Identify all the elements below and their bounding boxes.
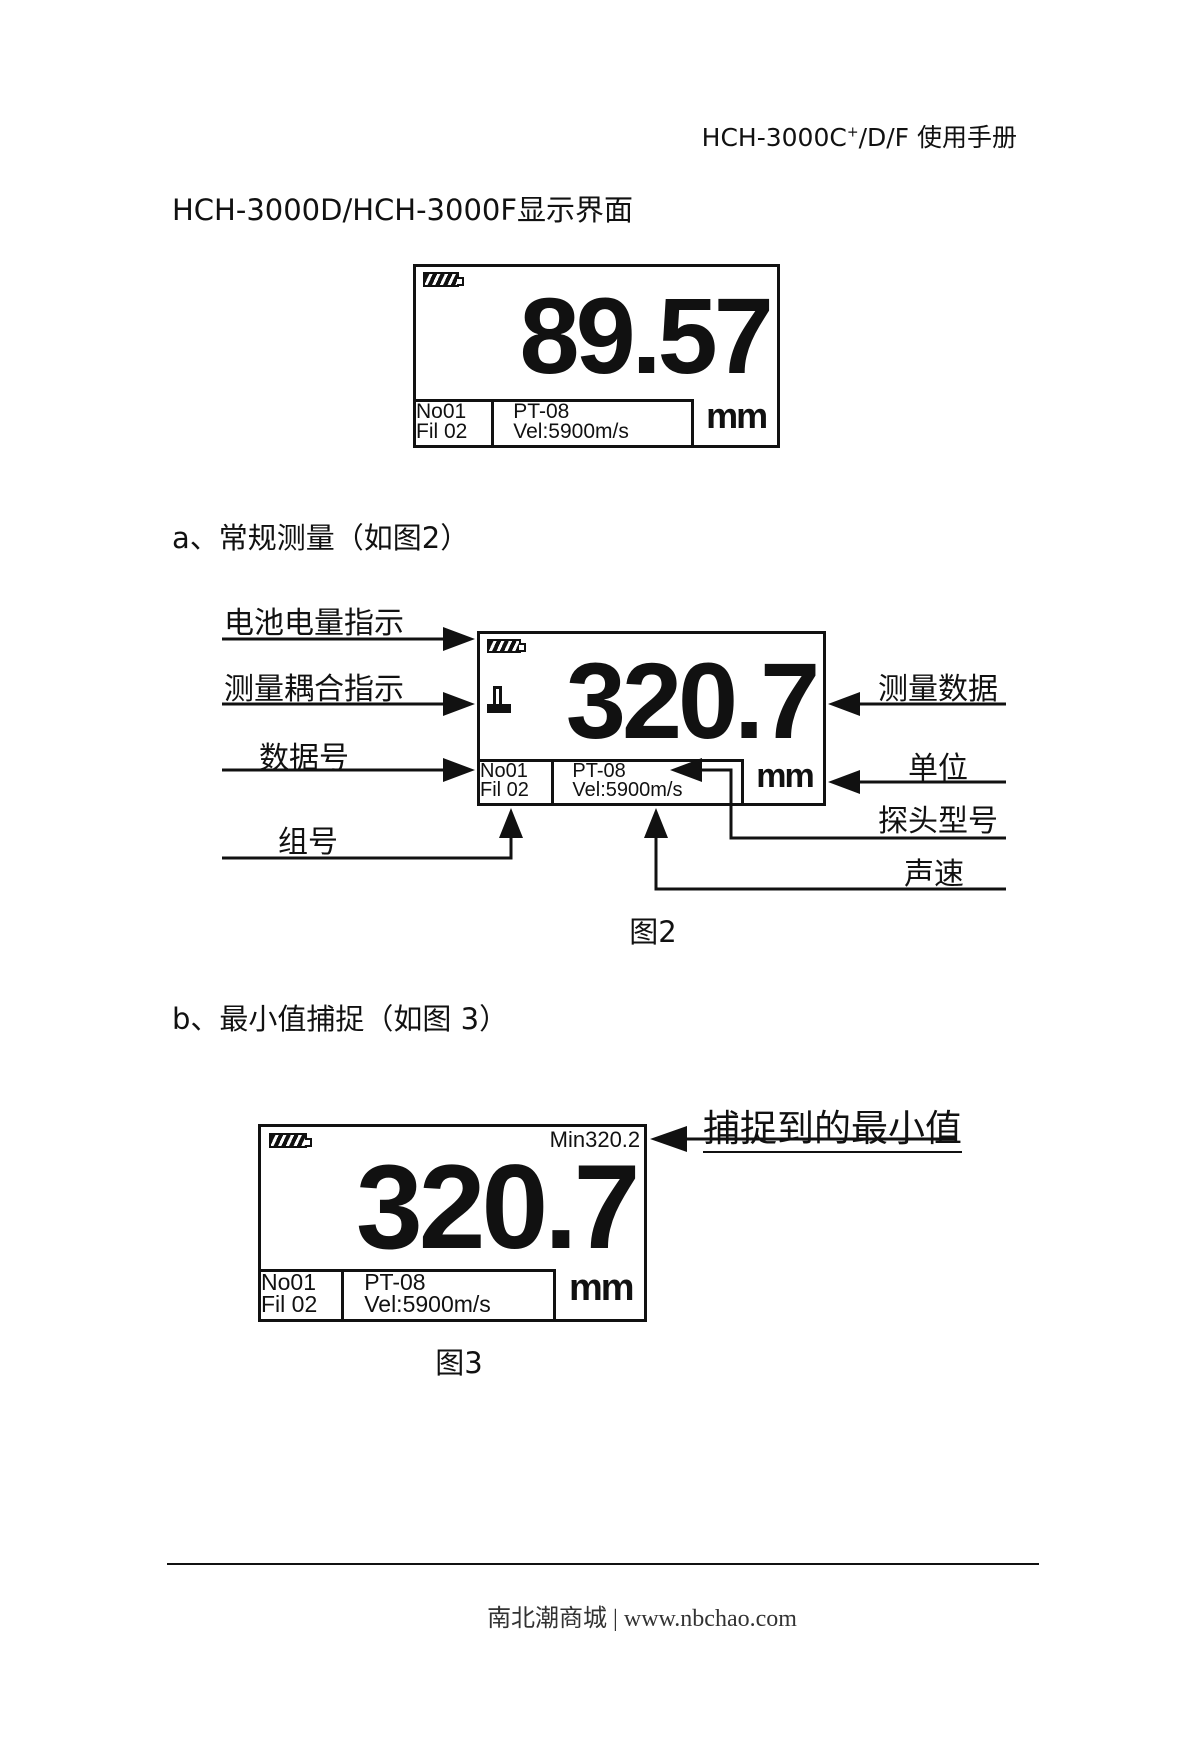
label-min-captured: 捕捉到的最小值 xyxy=(703,1098,962,1153)
section-b-heading: b、最小值捕捉（如图 3） xyxy=(172,1002,509,1036)
label-battery: 电池电量指示 xyxy=(224,606,404,641)
manual-header: HCH-3000C+/D/F 使用手册 xyxy=(701,123,1017,152)
reading-value: 320.7 xyxy=(356,1140,640,1274)
label-coupling: 测量耦合指示 xyxy=(224,672,404,707)
label-unit: 单位 xyxy=(908,751,968,786)
label-data-no: 数据号 xyxy=(259,741,349,776)
reading-value: 320.7 xyxy=(565,640,820,761)
footer-divider xyxy=(167,1563,1039,1565)
label-group-no: 组号 xyxy=(278,825,338,860)
figure-2-caption: 图2 xyxy=(629,915,677,949)
battery-icon xyxy=(486,639,527,653)
label-sound-velocity: 声速 xyxy=(904,857,964,892)
coupling-icon xyxy=(486,686,511,714)
section-a-heading: a、常规测量（如图2） xyxy=(172,521,470,555)
min-value: Min320.2 xyxy=(549,1127,641,1152)
battery-icon xyxy=(268,1132,313,1149)
reading-value: 89.57 xyxy=(519,275,774,396)
figure-3-caption: 图3 xyxy=(435,1346,483,1380)
unit-label: mm xyxy=(568,1267,635,1310)
unit-label: mm xyxy=(756,756,814,795)
label-measurement: 测量数据 xyxy=(878,672,998,707)
label-probe-model: 探头型号 xyxy=(878,804,998,839)
footer-text: 南北潮商城 | www.nbchao.com xyxy=(487,1606,797,1632)
page-title: HCH-3000D/HCH-3000F显示界面 xyxy=(172,193,634,227)
battery-icon xyxy=(423,272,465,287)
unit-label: mm xyxy=(706,395,768,437)
